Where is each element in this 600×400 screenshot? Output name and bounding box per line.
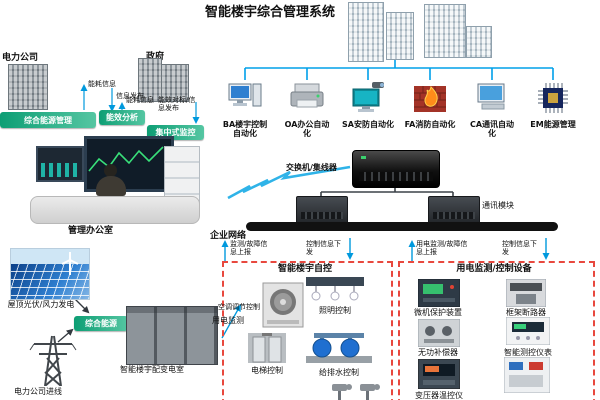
power-company-label: 电力公司 (2, 53, 39, 63)
fa-fire-wall-icon (412, 80, 448, 116)
network-switch-icon (352, 150, 440, 188)
rooftop-pv-label: 屋顶光伏/风力发电 (7, 300, 75, 309)
compensator-label: 无功补偿器 (418, 348, 458, 357)
system-label-sa: SA安防自动化 (342, 120, 394, 129)
pv-to-energy-arrow (73, 297, 90, 314)
banner-efficiency-analysis: 能效分析 (99, 110, 145, 125)
incoming-to-energy-arrow (57, 328, 74, 343)
ac-unit-image (262, 282, 304, 332)
government-label: 政府 (146, 52, 165, 62)
transformer-controller-image (417, 358, 461, 393)
ca-computer-icon (474, 80, 510, 116)
protection-device-image (417, 278, 461, 311)
smart-meter-image (505, 316, 551, 349)
building-graphic (348, 2, 384, 62)
flow-label-energy-info-2: 能耗信息 (126, 96, 154, 104)
enterprise-network-bus (246, 222, 558, 231)
transmission-tower-image (26, 328, 80, 390)
elevator-image (248, 333, 286, 367)
system-label-em: EM能源管理 (530, 120, 576, 129)
ba-computer-tower-icon (227, 80, 263, 116)
comm-module-icon (296, 196, 348, 224)
incoming-line-label: 电力公司进线 (14, 387, 62, 396)
office-desk (30, 196, 200, 224)
side-monitor-icon (36, 146, 84, 182)
circuit-breaker-image (505, 278, 547, 311)
building-box-title: 智能楼宇自控 (277, 264, 332, 274)
office-label: 管理办公室 (68, 226, 114, 236)
power-company-building (8, 64, 48, 110)
lighting-image (306, 277, 364, 308)
substation-cabinets-image (126, 306, 218, 365)
substation-label: 智能楼宇配变电室 (120, 365, 184, 374)
lighting-control-label: 照明控制 (319, 306, 351, 315)
switch-to-modules-line (320, 186, 454, 197)
transformer-controller-label: 变压器温控仪 (415, 391, 463, 400)
building-automation-box (222, 261, 393, 400)
circuit-breaker-label: 框架断路器 (506, 308, 546, 317)
operator-body (96, 176, 126, 196)
power-monitoring-label: 用电监测 (212, 316, 244, 325)
em-chip-icon (535, 80, 571, 116)
solar-panel-image (10, 248, 90, 300)
water-pump-image (306, 329, 372, 367)
power-box-title: 用电监测/控制设备 (456, 264, 532, 274)
cctv-cameras-image (330, 380, 384, 400)
elevator-control-label: 电梯控制 (251, 366, 283, 375)
smart-meter-label: 智能测控仪表 (504, 348, 552, 357)
comm-module-label: 通讯模块 (482, 201, 514, 210)
flow-label-report: 监测/故障信息上报 (230, 240, 268, 257)
flow-label-benchmark: 能效对标/信息发布 (158, 96, 196, 113)
switch-label: 交换机/集线器 (286, 163, 337, 172)
building-graphic (466, 26, 492, 58)
government-building (161, 64, 189, 102)
flow-label-power-report: 用电监测/故障信息上报 (416, 240, 468, 257)
protection-device-label: 微机保护装置 (414, 308, 462, 317)
integrated-energy-banner: 综合能源 (74, 316, 128, 331)
enterprise-network-label: 企业网络 (210, 231, 247, 241)
power-monitor-box (398, 261, 595, 400)
flow-label-energy-info: 能耗信息 (88, 80, 116, 88)
comm-module-icon (428, 196, 480, 224)
oa-printer-icon (289, 80, 325, 116)
power-monitor-arrow (221, 304, 241, 339)
banner-integrated-energy: 综合能源管理 (0, 112, 96, 128)
ac-control-label: 空调调节控制 (218, 303, 260, 311)
page-title: 智能楼宇综合管理系统 (205, 5, 336, 20)
flow-label-control: 控制信息下发 (306, 240, 341, 257)
flow-label-info-publish: 信息发布 (116, 92, 144, 100)
system-label-oa: OA办公自动化 (284, 120, 330, 139)
flow-label-control-2: 控制信息下发 (502, 240, 537, 257)
building-graphic (424, 4, 466, 58)
compensator-image (417, 318, 461, 351)
building-graphic (386, 12, 414, 60)
lightning-link-icon (227, 165, 351, 200)
control-cabinet-image (503, 356, 551, 397)
system-label-ca: CA通讯自动化 (469, 120, 515, 139)
water-control-label: 给排水控制 (319, 368, 359, 377)
system-label-fa: FA消防自动化 (404, 120, 456, 129)
sa-security-monitor-icon (350, 80, 386, 116)
system-label-ba: BA楼宇控制自动化 (222, 120, 268, 139)
operator-head (104, 164, 117, 177)
